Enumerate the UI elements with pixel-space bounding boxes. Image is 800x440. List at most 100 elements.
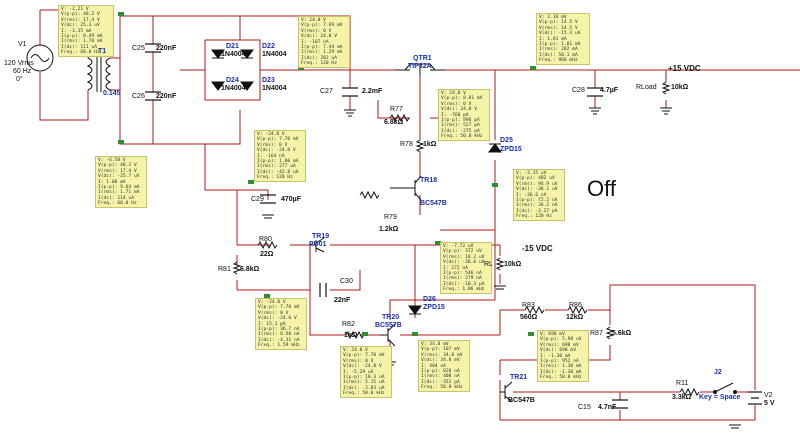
probe-line: V: -7.72 uV [443, 244, 474, 249]
r86-name: R86 [569, 302, 582, 309]
source-frequency: 60 Hz [13, 68, 32, 75]
probe-line: V(dc): 24.0 V [301, 34, 337, 40]
probe-line: I(dc): -42.8 uA [257, 169, 299, 175]
probe-line: I: 1.81 mA [539, 36, 567, 42]
probe-line: I(dc): -4.31 nA [258, 337, 300, 343]
probe-line: Freq.: 50.0 kHz [343, 391, 385, 397]
probe-line: I(rms): 1.30 mA [540, 364, 582, 370]
probe-line: I(dc): 111 uA [61, 44, 97, 50]
probe-line: I: -164 nA [257, 153, 285, 159]
probe-line: Freq.: 968 mHz [539, 58, 578, 64]
probe-line: V(p-p): 14.5 V [539, 20, 578, 26]
probe-line: V(p-p): 7.70 mV [343, 353, 385, 359]
c26-name: C26 [132, 93, 145, 100]
probe-line: V(rms): 18.2 uV [443, 254, 485, 260]
tr19-name: TR19 [312, 233, 330, 240]
d21-name: D21 [226, 43, 239, 50]
tr21-value: BC547B [508, 397, 535, 404]
c30-name: C30 [340, 278, 353, 285]
tr18-value: BC547B [420, 200, 447, 207]
probe-line: I(dc): -3.27 pA [516, 208, 558, 214]
c15-value: 4.7nF [598, 404, 617, 411]
probe-line: I: -760 pA [441, 112, 469, 118]
rl-name: RL [484, 261, 493, 268]
c30-value: 22nF [334, 297, 351, 304]
c28-value: 4.7µF [600, 87, 619, 94]
probe-line: I: 15.1 pA [258, 321, 286, 327]
r80-name: R80 [259, 236, 272, 243]
probe-line: I(dc): -10.3 pA [443, 281, 485, 287]
d25-value: ZPD15 [500, 146, 522, 153]
transformer-ratio: 0.145 [103, 90, 121, 97]
switch-key: Key = Space [699, 394, 741, 401]
probe-line: I: -5.29 uA [343, 369, 374, 375]
probe-line: I: 272 nA [443, 265, 468, 271]
probe-line: V: 24.0 V [301, 18, 326, 23]
r81-value: 6.8kΩ [240, 266, 260, 273]
probe-line: V(rms): 14.5 V [539, 25, 578, 31]
r81-name: R81 [218, 266, 231, 273]
probe-line: I: -3.35 mA [61, 28, 92, 34]
r80-value: 22Ω [260, 251, 274, 258]
d23-value: 1N4004 [262, 85, 287, 92]
probe-line: I(rms): 527 pA [441, 123, 480, 129]
probe-line: I(rms): 279 nA [443, 276, 482, 282]
probe-line: I(p-p): 9.64 mA [98, 184, 140, 190]
switch-name[interactable]: J2 [714, 369, 722, 376]
probe-line: V(dc): 698 mV [540, 348, 576, 354]
rload-name: RLoad [636, 84, 657, 91]
probe-line: V(p-p): 8.81 mV [441, 96, 483, 102]
probe-line: I(p-p): 1.81 mA [539, 41, 581, 47]
r87-name: R87 [590, 330, 603, 337]
probe-line: I(dc): -1.30 mA [540, 369, 582, 375]
probe-line: I(dc): 114 uA [98, 195, 134, 201]
probe-line: V(dc): 25.3 uV [61, 23, 100, 29]
probe-line: I(rms): 1.29 mA [301, 50, 343, 56]
probe-line: I(rms): 36.2 nA [516, 203, 558, 209]
probe-line: I: -36.6 nA [516, 192, 547, 198]
probe-line: V: -2.21 V [61, 7, 89, 12]
probe-line: V(rms): 17.4 V [98, 168, 137, 174]
probe-line: V: -3.15 uV [516, 171, 547, 176]
r82-name: R82 [342, 321, 355, 328]
probe-line: V(dc): -24.0 V [258, 316, 297, 322]
c27-value: 2.2mF [362, 88, 383, 95]
probe-line: I(p-p): 952 nA [540, 358, 579, 364]
probe-line: V(dc): 34.8 mV [421, 358, 460, 364]
c29-name: C29 [251, 196, 264, 203]
probe-line: V: -6.58 V [98, 158, 126, 163]
probe-line: Freq.: 1.59 kHz [258, 343, 300, 349]
r77-name: R77 [390, 106, 403, 113]
r78-name: R78 [400, 141, 413, 148]
probe-line: I(rms): 408 nA [421, 374, 460, 380]
probe-line: I(rms): 8.50 nA [258, 332, 300, 338]
probe-line: Freq.: 60.0 Hz [61, 50, 100, 56]
c25-name: C25 [132, 45, 145, 52]
d26-name: D26 [423, 296, 436, 303]
r79-name: R79 [384, 214, 397, 221]
probe-line: I(p-p): 546 nA [443, 270, 482, 276]
r77-value: 6.8kΩ [384, 119, 404, 126]
c27-name: C27 [320, 88, 333, 95]
r11-value: 3.3kΩ [672, 394, 692, 401]
probe-line: V(rms): 96.9 uV [516, 181, 558, 187]
transformer-name: T1 [98, 48, 107, 55]
c26-value: 220nF [156, 93, 177, 100]
rload-value: 10kΩ [671, 84, 689, 91]
c15-name: C15 [578, 404, 591, 411]
probe-line: V: 24.0 V [441, 91, 466, 96]
probe-line: I: 404 nA [421, 363, 446, 369]
probe-line: I(p-p): 8.49 mA [61, 33, 103, 39]
probe-line: V(p-p): 107 mV [421, 347, 460, 353]
r83-name: R83 [522, 302, 535, 309]
probe-line: V(rms): 0 V [343, 358, 374, 364]
probe-line: V(p-p): 48.2 V [61, 12, 100, 18]
probe-line: V(dc): -36.6 uV [443, 260, 485, 266]
probe-line: I(dc): -275 pA [441, 128, 480, 134]
r87-value: 5.6kΩ [612, 330, 632, 337]
rail-positive: +15 VDC [668, 64, 701, 73]
